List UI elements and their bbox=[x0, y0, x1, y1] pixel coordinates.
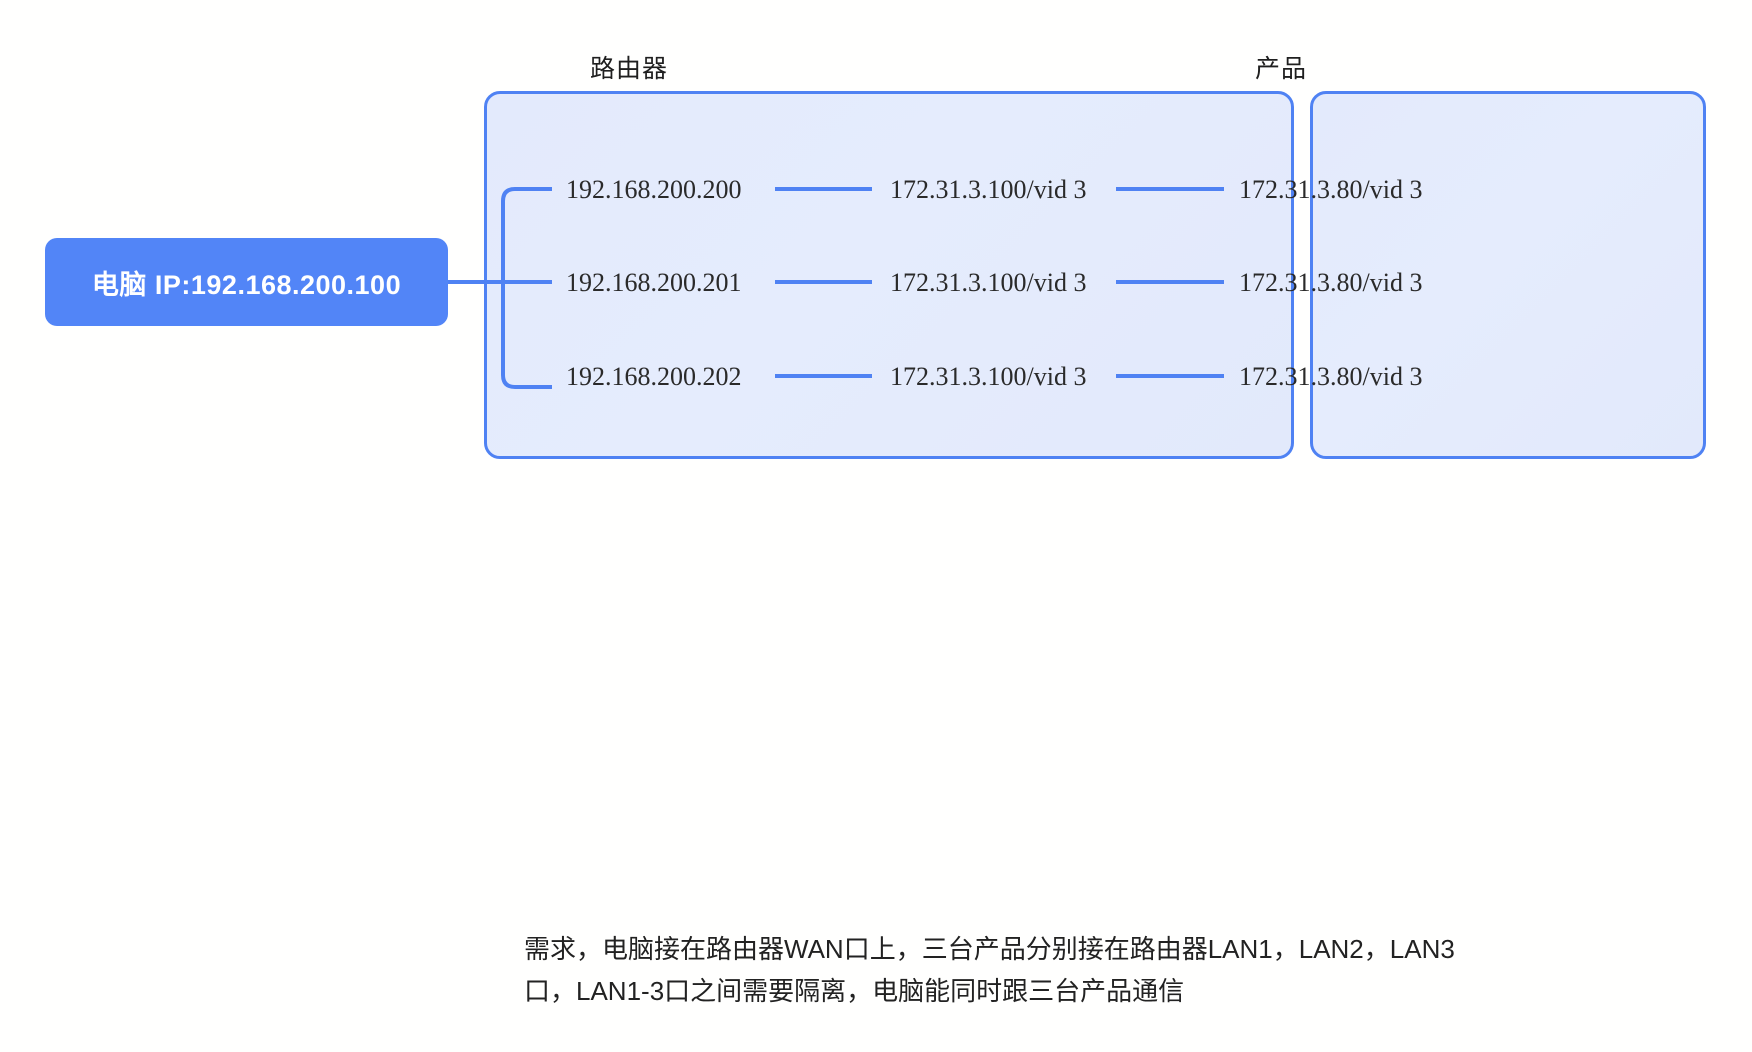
computer-node[interactable]: 电脑 IP:192.168.200.100 bbox=[45, 238, 448, 326]
router-lan-ip-row-2: 172.31.3.100/vid 3 bbox=[890, 268, 1087, 297]
computer-node-label: 电脑 IP:192.168.200.100 bbox=[91, 269, 402, 300]
router-group-box bbox=[484, 91, 1294, 459]
caption-line-1: 需求，电脑接在路由器WAN口上，三台产品分别接在路由器LAN1，LAN2，LAN… bbox=[524, 934, 1455, 964]
group-label-router: 路由器 bbox=[590, 55, 669, 83]
product-ip-row-1: 172.31.3.80/vid 3 bbox=[1239, 175, 1423, 204]
group-label-product: 产品 bbox=[1255, 55, 1308, 83]
router-lan-ip-row-1: 172.31.3.100/vid 3 bbox=[890, 175, 1087, 204]
product-ip-row-2: 172.31.3.80/vid 3 bbox=[1239, 268, 1423, 297]
router-lan-ip-row-3: 172.31.3.100/vid 3 bbox=[890, 362, 1087, 391]
router-wan-ip-row-3: 192.168.200.202 bbox=[566, 362, 742, 391]
product-group-box bbox=[1310, 91, 1706, 459]
product-ip-row-3: 172.31.3.80/vid 3 bbox=[1239, 362, 1423, 391]
caption-line-2: 口，LAN1-3口之间需要隔离，电脑能同时跟三台产品通信 bbox=[524, 976, 1185, 1006]
router-wan-ip-row-2: 192.168.200.201 bbox=[566, 268, 742, 297]
router-wan-ip-row-1: 192.168.200.200 bbox=[566, 175, 742, 204]
caption-block: 需求，电脑接在路由器WAN口上，三台产品分别接在路由器LAN1，LAN2，LAN… bbox=[524, 928, 1484, 1012]
